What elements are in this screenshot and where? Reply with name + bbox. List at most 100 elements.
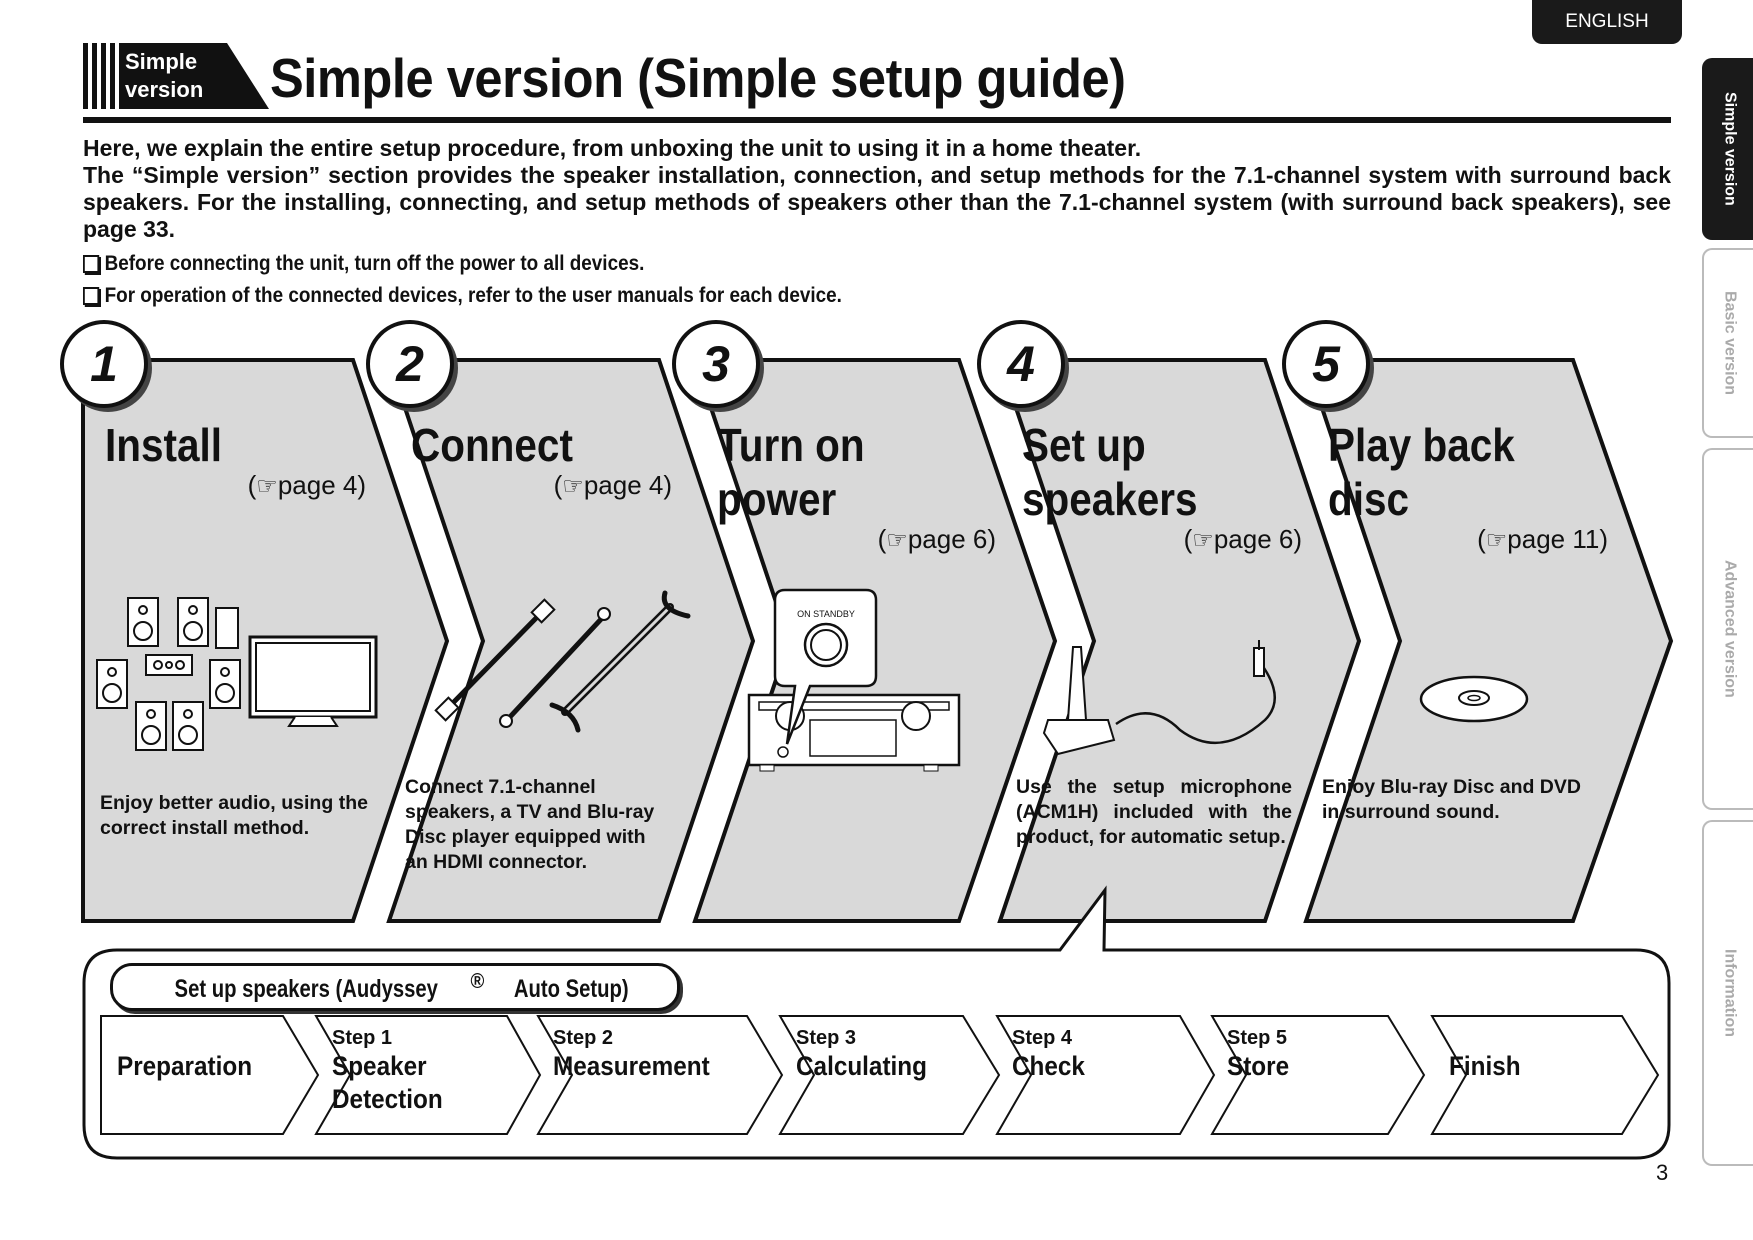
step-5-page-ref[interactable]: (☞page 11) [1477,524,1608,554]
step-2-title: Connect [411,418,573,472]
note-1-text: Before connecting the unit, turn off the… [104,252,645,275]
step-title-line: Install [105,419,222,471]
step-1-page-ref[interactable]: (☞page 4) [247,470,366,500]
intro-line-1: Here, we explain the entire setup proced… [83,135,1142,161]
intro-text: Here, we explain the entire setup proced… [83,135,1671,243]
flow-step2-shape [536,1015,784,1135]
step-title-line: Turn on [717,419,865,471]
flow-step-1: Step 1 Speaker Detection [332,1026,455,1116]
side-tab-label: Basic version [1721,290,1739,396]
section-badge: Simple version [83,43,269,109]
audyssey-label: Set up speakers (Audyssey ® Auto Setup) [110,963,680,1011]
side-tab-information[interactable]: Information [1702,820,1753,1166]
step-4-page-ref[interactable]: (☞page 6) [1183,524,1302,554]
side-tab-advanced[interactable]: Advanced version [1702,448,1753,810]
step-title-line: power [717,473,837,525]
side-tab-label: Information [1721,949,1739,1037]
step-5-title: Play back disc [1328,418,1515,526]
note-1: Before connecting the unit, turn off the… [83,252,644,276]
flow-step-4: Step 4 Check [1012,1026,1093,1083]
flow-step4-shape [995,1015,1216,1135]
title-rule [83,117,1671,123]
audyssey-label-post: Auto Setup) [513,975,629,1004]
badge-line-2: version [125,77,204,102]
language-tab: ENGLISH [1532,0,1682,44]
step-4-panel [997,358,1362,923]
flow-step-number: Step 5 [1227,1027,1288,1049]
callout-label: ON STANDBY [797,609,855,619]
step-title-line: Set up [1022,419,1146,471]
step-5-description: Enjoy Blu-ray Disc and DVD in surround s… [1322,776,1581,823]
pointing-hand-icon: ☞ [1192,527,1214,554]
flow-label: Check [1012,1051,1085,1081]
flow-step1-shape [314,1015,542,1135]
page-ref-text: page 6) [1213,524,1302,554]
step-2-page-ref[interactable]: (☞page 4) [553,470,672,500]
step-title-line: Play back [1328,419,1515,471]
flow-label: Calculating [796,1051,927,1081]
disc-icon [1419,675,1529,723]
side-tab-basic[interactable]: Basic version [1702,248,1753,438]
step-1-number: 1 [60,320,148,408]
flow-finish: Finish [1449,1050,1529,1083]
step-4-description: Use the setup microphone (ACM1H) include… [1016,776,1292,848]
step-2-description: Connect 7.1-channel speakers, a TV and B… [405,776,655,873]
page-ref-text: page 11) [1507,524,1608,554]
flow-preparation: Preparation [117,1050,267,1083]
flow-label: Speaker [332,1051,427,1081]
pointing-hand-icon: ☞ [256,473,278,500]
pointing-hand-icon: ☞ [886,527,908,554]
side-tab-label: Advanced version [1721,560,1739,698]
flow-step-5: Step 5 Store [1227,1026,1296,1083]
step-5-panel [1303,358,1674,923]
speakers-and-tv-icon [96,597,378,751]
step-title-line: speakers [1022,473,1198,525]
step-1-title: Install [105,418,222,472]
badge-line-1: Simple [125,49,198,74]
flow-step-number: Step 4 [1012,1027,1073,1049]
intro-line-2: The “Simple version” section provides th… [83,162,1671,242]
step-title-line: disc [1328,473,1410,525]
flow-label: Finish [1449,1051,1521,1081]
cables-icon [434,590,691,733]
flow-step5-shape [1210,1015,1426,1135]
note-2: For operation of the connected devices, … [83,284,842,308]
flow-preparation-shape [100,1015,320,1135]
badge-text: Simple version [125,48,203,104]
side-tab-label: Simple version [1721,92,1739,206]
step-3-number: 3 [672,320,760,408]
step-1-description: Enjoy better audio, using the correct in… [100,792,368,839]
pointing-hand-icon: ☞ [562,473,584,500]
audyssey-label-pre: Set up speakers (Audyssey [174,975,438,1004]
registered-mark: ® [470,969,485,993]
flow-step-number: Step 3 [796,1027,857,1049]
page-title: Simple version (Simple setup guide) [270,47,1126,109]
side-tab-simple[interactable]: Simple version [1702,58,1753,240]
step-2-panel [386,358,756,923]
flow-step-number: Step 1 [332,1027,393,1049]
step-3-title: Turn on power [717,418,865,526]
page-ref-text: page 6) [907,524,996,554]
badge-stripes [83,43,119,109]
microphone-icon [1042,640,1276,756]
pointing-hand-icon: ☞ [1485,527,1508,554]
flow-finish-shape [1430,1015,1660,1135]
page-number: 3 [1656,1160,1669,1185]
flow-label: Store [1227,1051,1290,1081]
page-ref-text: page 4) [277,470,366,500]
flow-step-3: Step 3 Calculating [796,1026,942,1083]
flow-label-2: Detection [332,1084,443,1114]
step-3-page-ref[interactable]: (☞page 6) [877,524,996,554]
flow-step3-shape [778,1015,1001,1135]
receiver-power-icon [747,588,961,772]
checkbox-bullet-icon [83,287,100,306]
flow-label: Measurement [553,1051,710,1081]
flow-step-number: Step 2 [553,1027,614,1049]
flow-label: Preparation [117,1051,253,1081]
step-5-number: 5 [1282,320,1370,408]
flow-step-2: Step 2 Measurement [553,1026,727,1083]
page-ref-text: page 4) [583,470,672,500]
step-4-title: Set up speakers [1022,418,1198,526]
step-4-number: 4 [977,320,1065,408]
